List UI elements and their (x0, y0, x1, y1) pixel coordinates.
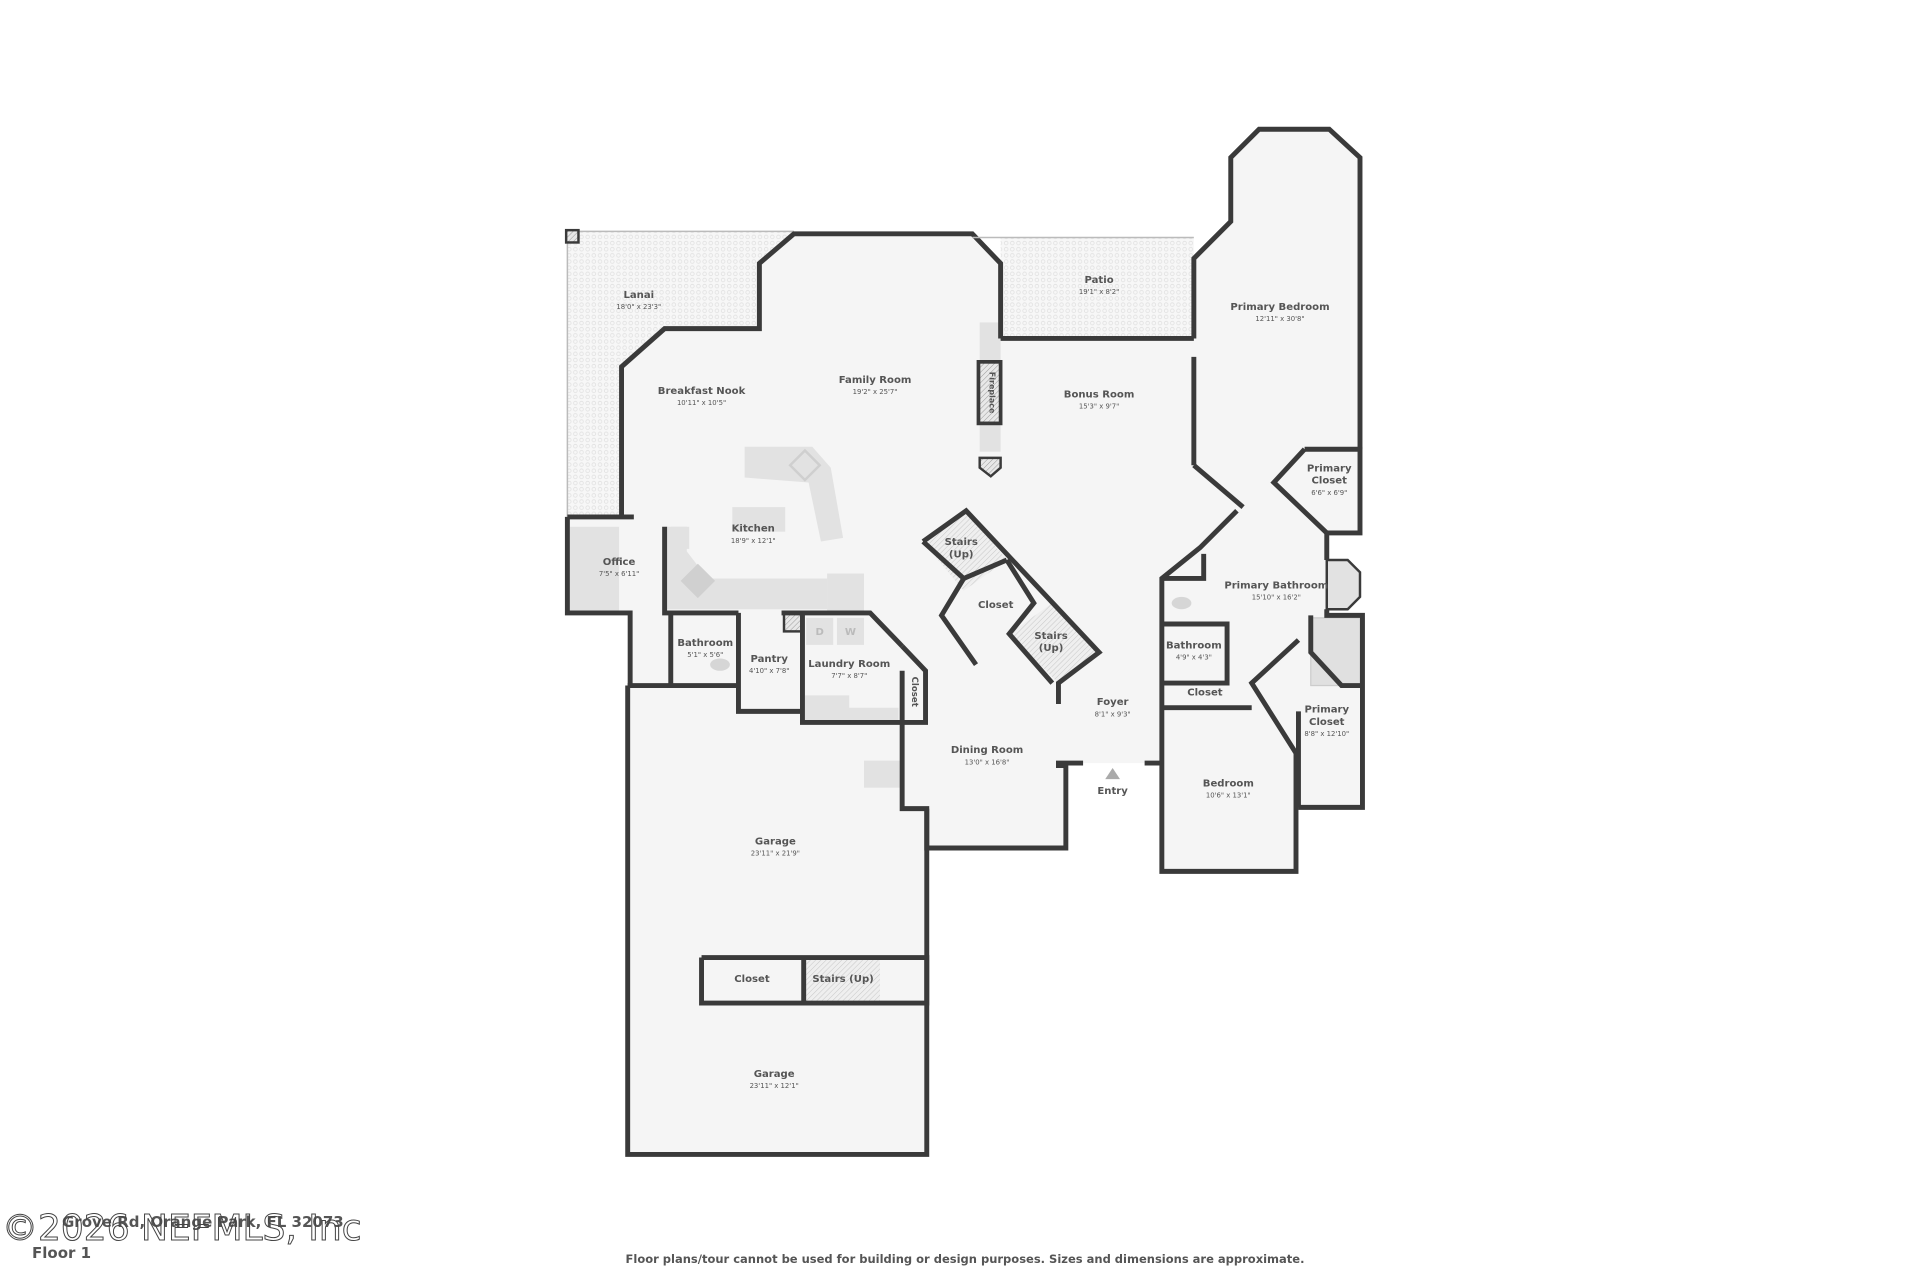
stairs-1-name-2: (Up) (949, 550, 974, 561)
fireplace-name: Fireplace (988, 372, 997, 414)
garage-stairs-name: Stairs (Up) (812, 974, 873, 985)
primary-closet-2-name-2: Closet (1309, 717, 1345, 728)
bedroom-dims: 10'6" x 13'1" (1206, 792, 1251, 800)
primary-bathroom-dims: 15'10" x 16'2" (1252, 593, 1301, 601)
toilet-icon (710, 658, 730, 671)
fireplace-box (976, 360, 1003, 426)
primary-closet-1-name-2: Closet (1312, 476, 1348, 487)
primary-bathroom-name: Primary Bathroom (1224, 580, 1328, 591)
garage-1-dims: 23'11" x 21'9" (751, 849, 800, 857)
interior-floor (567, 129, 1363, 1155)
patio-dims: 19'1" x 8'2" (1079, 288, 1119, 296)
kitchen-island (664, 446, 865, 611)
patio-name: Patio (1085, 275, 1114, 286)
primary-closet-1-dims: 6'6" x 6'9" (1311, 489, 1347, 497)
patio-area (1000, 237, 1194, 339)
kitchen-dims: 18'9" x 12'1" (731, 537, 776, 545)
primary-closet-2-dims: 8'8" x 12'10" (1304, 730, 1349, 738)
address: Grove Rd, Orange Park, FL 32073 (62, 1213, 344, 1231)
primary-bedroom-dims: 12'11" x 30'8" (1255, 315, 1304, 323)
bathroom-2-name: Bathroom (1166, 641, 1222, 652)
garage-2-dims: 23'11" x 12'1" (750, 1082, 799, 1090)
washer (836, 617, 865, 645)
cooktop-icon (680, 563, 716, 599)
office-name: Office (603, 557, 636, 568)
breakfast-nook-name: Breakfast Nook (658, 386, 746, 397)
family-room-name: Family Room (839, 375, 912, 386)
bonus-room-name: Bonus Room (1064, 390, 1135, 401)
garage-2-name: Garage (754, 1069, 795, 1080)
laundry-room-dims: 7'7" x 8'7" (831, 672, 867, 680)
primary-bedroom-name: Primary Bedroom (1230, 302, 1329, 313)
family-room-dims: 19'2" x 25'7" (853, 388, 898, 396)
floor-label: Floor 1 (32, 1244, 91, 1262)
stairs-up-2 (1009, 603, 1100, 684)
stairs-1-name: Stairs (945, 537, 978, 548)
pantry-name: Pantry (751, 654, 789, 665)
toilet-icon (1171, 596, 1192, 610)
walls (564, 126, 1365, 1157)
bathroom-1-name: Bathroom (677, 638, 733, 649)
bedroom-name: Bedroom (1203, 778, 1254, 789)
washer-label: W (845, 627, 856, 638)
stairs-2-name: Stairs (1034, 631, 1067, 642)
primary-bath-bay (1325, 558, 1362, 611)
laundry-counter (804, 695, 899, 721)
watermark: ©2026 NEFMLS, Inc (2, 1208, 362, 1249)
dryer-label: D (816, 627, 824, 638)
garage-closet-name: Closet (734, 974, 770, 985)
entry-name: Entry (1097, 786, 1128, 797)
kitchen-name: Kitchen (732, 524, 775, 535)
sink-icon (788, 448, 822, 482)
breakfast-nook-dims: 10'11" x 10'5" (677, 399, 726, 407)
dining-room-name: Dining Room (951, 745, 1023, 756)
lanai-area (567, 231, 794, 517)
foyer-name: Foyer (1097, 697, 1129, 708)
bathroom-2-dims: 4'9" x 4'3" (1176, 654, 1212, 662)
entry-arrow-icon (1105, 768, 1121, 780)
pantry-dims: 4'10" x 7'8" (749, 667, 789, 675)
room-labels: Lanai 18'0" x 23'3" Family Room 19'2" x … (599, 275, 1352, 1090)
dryer (806, 617, 834, 645)
garage-stairs-tread (806, 957, 881, 1004)
garage-1-name: Garage (755, 836, 796, 847)
garage-workbench (864, 760, 901, 788)
closet-bedroom-name: Closet (1187, 687, 1223, 698)
laundry-closet-name: Closet (909, 677, 919, 707)
bonus-room-dims: 15'3" x 9'7" (1079, 403, 1119, 411)
lanai-name: Lanai (623, 290, 654, 301)
dining-room-dims: 13'0" x 16'8" (965, 758, 1010, 766)
lanai-dims: 18'0" x 23'3" (616, 303, 661, 311)
laundry-room-name: Laundry Room (808, 659, 890, 670)
fireplace-vent (978, 456, 1002, 478)
primary-closet-1-name: Primary (1307, 463, 1352, 474)
stairs-2-name-2: (Up) (1039, 643, 1064, 654)
office-dims: 7'5" x 6'11" (599, 570, 639, 578)
foyer-dims: 8'1" x 9'3" (1095, 710, 1131, 718)
office-desk (569, 526, 620, 611)
closet-center-name: Closet (978, 600, 1014, 611)
primary-closet-2-name: Primary (1304, 705, 1349, 716)
disclaimer: Floor plans/tour cannot be used for buil… (626, 1252, 1305, 1266)
bathroom-1-dims: 5'1" x 5'6" (687, 651, 723, 659)
